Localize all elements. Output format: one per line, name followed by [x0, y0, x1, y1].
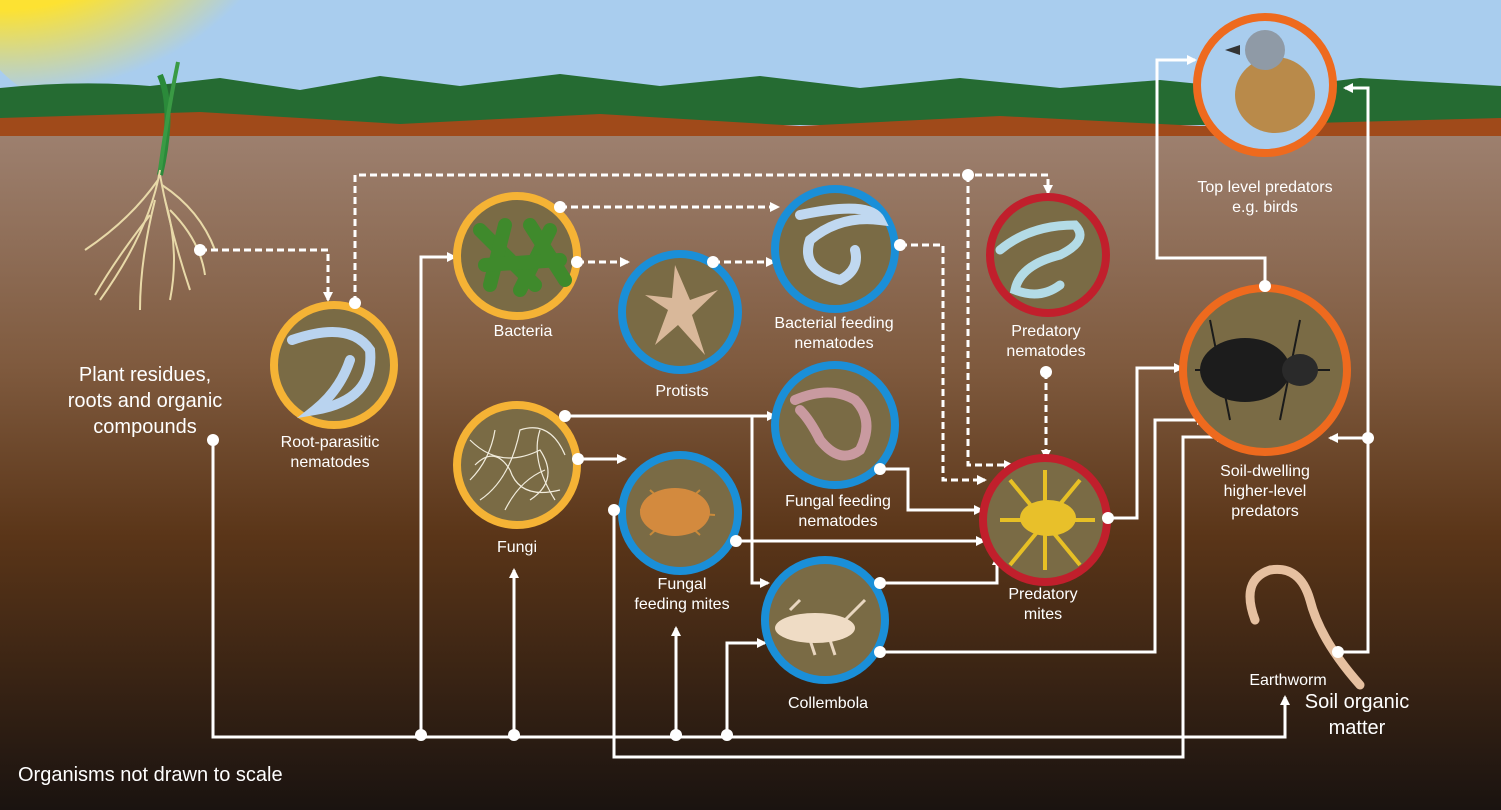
soil-dwelling-predators-label: Soil-dwelling higher-level predators	[1220, 462, 1310, 522]
fungi-label: Fungi	[497, 538, 537, 558]
label-line: nematodes	[1006, 343, 1086, 360]
label-line: Earthworm	[1249, 672, 1327, 689]
label-line: Soil organic	[1304, 691, 1410, 713]
bacteria-icon	[473, 218, 572, 297]
fungal-hyphae-icon	[469, 427, 566, 511]
label-line: Fungi	[496, 539, 538, 556]
label-line: Protists	[655, 383, 709, 400]
root-parasitic-nematodes-label: Root-parasitic nematodes	[281, 433, 380, 473]
connector-dots	[194, 169, 1374, 741]
label-line: roots and organic	[67, 390, 223, 412]
label-line: Fungal feeding	[785, 493, 891, 510]
fungal-feeding-nematodes-label: Fungal feeding nematodes	[785, 492, 891, 532]
label-line: matter	[1328, 717, 1386, 739]
label-line: Collembola	[787, 695, 869, 712]
predatory-mites-label: Predatory mites	[1008, 585, 1077, 625]
grass	[0, 74, 1501, 125]
predatory-nematodes-label: Predatory nematodes	[1006, 322, 1085, 362]
litter-layer	[0, 112, 1501, 136]
label-line: predators	[1231, 503, 1299, 520]
plant-residues-label: Plant residues, roots and organic compou…	[68, 362, 223, 440]
earthworm-icon	[1245, 564, 1365, 690]
collembola-icon	[775, 598, 867, 656]
bacterial-nematode-icon	[795, 203, 889, 286]
label-line: feeding mites	[634, 596, 730, 613]
fungal-nematode-icon	[790, 387, 872, 461]
label-line: Predatory	[1011, 323, 1081, 340]
fungal-mite-icon	[639, 488, 716, 536]
label-line: Predatory	[1008, 586, 1078, 603]
label-line: Plant residues,	[78, 364, 212, 386]
label-line: Top level predators	[1197, 179, 1333, 196]
label-line: e.g. birds	[1232, 199, 1298, 216]
collembola-label: Collembola	[788, 694, 868, 714]
top-level-predators-label: Top level predators e.g. birds	[1197, 178, 1332, 218]
bird-icon	[1225, 30, 1315, 133]
scale-note: Organisms not drawn to scale	[18, 764, 283, 786]
label-line: nematodes	[798, 513, 878, 530]
label-line: compounds	[93, 416, 197, 438]
label-line: Bacterial feeding	[774, 315, 894, 332]
label-line: mites	[1023, 606, 1063, 623]
label-line: higher-level	[1223, 483, 1307, 500]
predatory-mite-icon	[1000, 470, 1095, 570]
bacteria-label: Bacteria	[494, 322, 553, 342]
label-line: Soil-dwelling	[1220, 463, 1310, 480]
beetle-icon	[1195, 319, 1330, 421]
predatory-nematode-icon	[995, 220, 1085, 299]
label-line: Bacteria	[493, 323, 553, 340]
label-line: Root-parasitic	[280, 434, 380, 451]
protists-label: Protists	[655, 382, 708, 402]
bacterial-feeding-nematodes-label: Bacterial feeding nematodes	[774, 314, 893, 354]
earthworm-label: Earthworm	[1249, 671, 1326, 691]
label-line: nematodes	[794, 335, 874, 352]
solid-connectors	[211, 55, 1370, 759]
plant-seedling	[84, 61, 216, 311]
soil-organic-matter-label: Soil organic matter	[1305, 689, 1410, 741]
dashed-connectors	[200, 173, 1053, 485]
nematode-icon	[287, 327, 376, 419]
fungal-feeding-mites-label: Fungal feeding mites	[634, 575, 729, 615]
label-line: nematodes	[290, 454, 370, 471]
protist-icon	[645, 265, 718, 355]
label-line: Fungal	[657, 576, 707, 593]
